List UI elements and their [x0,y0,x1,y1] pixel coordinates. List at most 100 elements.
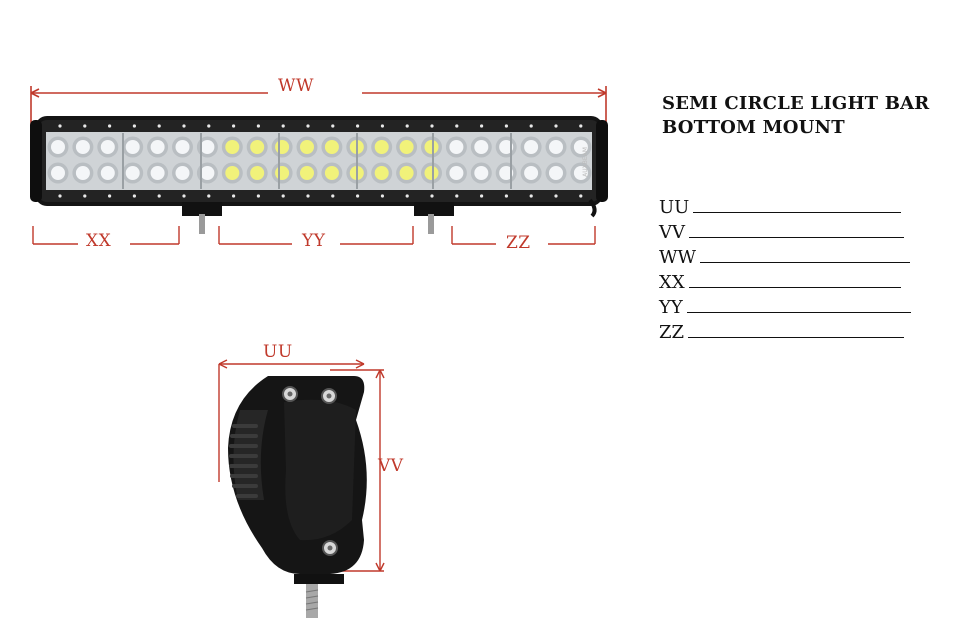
led-lens [150,140,165,154]
mounting-hole [331,124,335,128]
mounting-hole [58,194,62,198]
ww-label: WW [278,76,314,96]
light-bar-side-view [218,359,385,618]
zz-dimension-line [451,226,596,245]
mounting-hole [132,194,136,198]
mounting-hole [108,124,112,128]
led-lens [100,140,115,154]
ww-dimension-line [30,86,607,126]
led-lens [51,140,65,154]
measurement-field-label: ZZ [659,322,685,343]
brand-text: AUXBEAM [582,147,589,177]
mounting-hole [108,194,112,198]
led-lens [424,140,439,154]
measurement-blank-line[interactable] [688,323,905,338]
led-lens [51,166,65,180]
mounting-hole [281,194,285,198]
led-lens [275,140,290,154]
led-lens [225,140,240,154]
led-lens [125,166,140,180]
mounting-hole [132,124,136,128]
mounting-hole [529,124,533,128]
mounting-hole [455,124,459,128]
led-lens [175,166,190,180]
mounting-hole [579,124,583,128]
mounting-hole [455,194,459,198]
mounting-hole [157,124,161,128]
mounting-hole [232,194,236,198]
led-lens [75,166,90,180]
led-lens [100,166,115,180]
led-lens [449,166,464,180]
measurement-blank-line[interactable] [688,273,901,288]
measurement-field-yy: YY [659,297,911,318]
measurement-field-uu: UU [659,197,902,218]
mounting-hole [504,194,508,198]
led-lens [300,140,314,154]
measurement-field-xx: XX [659,272,901,293]
yy-dimension-line [218,226,414,245]
mounting-hole [554,194,558,198]
led-lens [250,166,265,180]
mounting-hole [83,194,87,198]
mounting-hole [430,194,434,198]
zz-label: ZZ [506,233,531,253]
measurement-blank-line[interactable] [693,198,902,213]
mounting-hole [554,124,558,128]
mounting-hole [58,124,62,128]
mounting-hole [232,124,236,128]
uu-dimension-line [218,359,365,482]
mounting-hole [207,124,211,128]
measurement-field-label: UU [659,197,690,218]
led-lens [200,166,215,180]
led-lens [549,140,563,154]
light-bar-housing [30,116,608,234]
led-lens [399,140,414,154]
led-lens [573,140,588,154]
mounting-hole [480,194,484,198]
led-lens [524,166,539,180]
led-lens [449,140,464,154]
led-lens [125,140,140,154]
measurement-field-vv: VV [659,222,904,243]
led-lens [324,140,339,154]
measurement-blank-line[interactable] [700,248,911,263]
mounting-hole [480,124,484,128]
mounting-hole [579,194,583,198]
measurement-blank-line[interactable] [689,223,904,238]
mounting-hole [83,124,87,128]
measurement-field-label: YY [659,297,683,318]
mounting-hole [331,194,335,198]
mounting-hole [380,124,384,128]
mounting-hole [504,124,508,128]
led-lens [399,166,414,180]
led-lens [275,166,290,180]
led-lens [150,166,165,180]
mounting-hole [306,124,310,128]
title-line-2: BOTTOM MOUNT [662,117,845,138]
mounting-hole [157,194,161,198]
mounting-hole [281,124,285,128]
mounting-hole [405,124,409,128]
led-lens [573,166,588,180]
led-lens [200,140,215,154]
measurement-field-label: XX [659,272,685,293]
led-lens [250,140,265,154]
measurement-field-label: VV [659,222,685,243]
mounting-hole [182,194,186,198]
mounting-hole [356,194,360,198]
vv-label: VV [378,456,404,476]
led-lens [474,140,489,154]
mounting-hole [529,194,533,198]
xx-label: XX [86,231,112,251]
led-lens [499,140,514,154]
led-lens [374,166,389,180]
measurement-blank-line[interactable] [686,298,911,313]
led-lens [75,140,90,154]
measurement-field-zz: ZZ [659,322,905,343]
yy-label: YY [302,231,326,251]
mounting-hole [430,124,434,128]
led-lens [225,166,240,180]
